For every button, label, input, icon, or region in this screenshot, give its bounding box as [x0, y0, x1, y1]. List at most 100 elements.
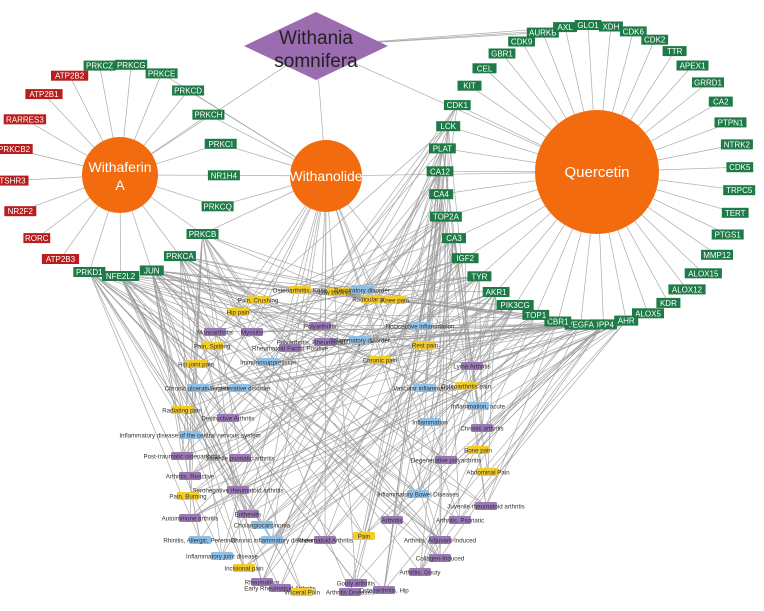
network-edge	[247, 257, 466, 515]
gene-box	[429, 211, 462, 222]
network-edge	[485, 324, 581, 507]
gene-box	[204, 138, 237, 149]
disease-box	[361, 295, 383, 303]
gene-node-top1: TOP1	[522, 309, 550, 320]
disease-box	[467, 446, 489, 454]
gene-label: TRPC5	[726, 186, 753, 195]
disease-label: Juvenile rheumatoid arthritis	[447, 504, 524, 511]
gene-node-rorc: RORC	[23, 233, 51, 244]
disease-node-chronic-arthritis: Chronic arthritis	[460, 424, 504, 433]
gene-node-cdk1: CDK1	[443, 100, 471, 111]
compound-circle	[82, 137, 158, 213]
gene-label: TTR	[667, 47, 683, 56]
disease-box	[204, 328, 226, 336]
disease-label: Radicular pain	[352, 297, 392, 304]
disease-label: Rheumatoid Factor Positive	[252, 346, 329, 353]
gene-label: CEL	[477, 64, 493, 73]
disease-box	[461, 362, 483, 370]
network-edge	[187, 320, 627, 497]
network-edge	[383, 194, 442, 591]
gene-box	[720, 139, 753, 150]
disease-label: Pain, Burning	[169, 494, 207, 501]
gene-box	[553, 22, 578, 33]
compound-node-quercetin: Quercetin	[535, 110, 659, 234]
network-edge	[424, 105, 458, 346]
disease-box	[455, 382, 477, 390]
disease-node-inflammation: Inflammation	[412, 418, 448, 427]
gene-label: PRKCG	[117, 61, 145, 70]
gene-node-tyr: TYR	[467, 271, 492, 282]
gene-label: GBR1	[491, 50, 513, 59]
compound-label: Withanolide	[289, 168, 362, 184]
network-edge	[440, 194, 461, 521]
gene-box	[443, 100, 471, 111]
disease-box	[373, 586, 395, 594]
disease-box	[407, 490, 429, 498]
gene-box	[662, 46, 687, 57]
disease-label: Incisional pain	[224, 566, 264, 573]
network-edge	[227, 125, 449, 419]
disease-box	[467, 402, 489, 410]
disease-box	[369, 356, 391, 364]
network-edge	[447, 126, 473, 367]
gene-label: AXL	[558, 23, 574, 32]
gene-label: NR2F2	[8, 207, 34, 216]
compound-label: Quercetin	[564, 164, 629, 181]
network-edge	[151, 270, 441, 541]
gene-box	[590, 319, 617, 330]
gene-label: MMP12	[703, 251, 731, 260]
disease-box	[187, 384, 209, 392]
gene-node-trpc5: TRPC5	[723, 185, 756, 196]
gene-label: TYR	[471, 272, 487, 281]
disease-node-vascular-inflammations: Vascular inflammations	[393, 384, 457, 393]
disease-box	[291, 588, 313, 596]
network-edge	[151, 270, 253, 333]
network-edge	[189, 276, 480, 477]
disease-box	[314, 536, 336, 544]
gene-node-ca12: CA12	[426, 166, 454, 177]
disease-node-rest-pain: Rest pain	[412, 341, 439, 350]
disease-label: Pain, Crushing	[238, 298, 279, 305]
gene-node-nr1h4: NR1H4	[207, 170, 240, 181]
network-edge	[151, 270, 183, 457]
gene-label: CDK5	[729, 163, 751, 172]
gene-box	[426, 166, 454, 177]
gene-node-prkd1: PRKD1	[73, 267, 106, 277]
disease-label: Degenerative polyarthritis	[411, 458, 481, 465]
disease-label: Hip joint pain	[178, 362, 214, 369]
disease-node-osteoarthritis-pain: Osteoarthritis pain	[441, 382, 492, 391]
gene-label: KIT	[463, 82, 476, 91]
gene-box	[163, 251, 196, 262]
gene-box	[701, 249, 733, 260]
gene-box	[726, 162, 754, 173]
gene-box	[83, 60, 116, 71]
gene-node-xdh: XDH	[598, 21, 623, 32]
edges-layer	[12, 24, 740, 593]
gene-node-prkcg: PRKCG	[115, 59, 148, 70]
gene-box	[723, 185, 756, 196]
network-edge	[349, 148, 443, 593]
disease-node-visceral-pain: Visceral Pain	[284, 588, 321, 597]
gene-node-cdk9: CDK9	[508, 36, 535, 47]
network-edge	[271, 320, 627, 541]
gene-label: TOP1	[525, 311, 546, 320]
disease-node-osteoarthritis-hip: Osteoarthritis, Hip	[359, 586, 409, 595]
network-edge	[89, 271, 441, 559]
gene-box	[684, 268, 722, 279]
gene-box	[676, 60, 709, 71]
gene-box	[488, 48, 516, 59]
network-edge	[202, 233, 441, 559]
gene-node-lck: LCK	[436, 121, 461, 132]
disease-label: Respiratory disorder	[334, 288, 390, 295]
gene-box	[692, 77, 724, 88]
disease-label: Inflammation, acute	[451, 404, 506, 411]
gene-label: CA4	[433, 190, 449, 199]
disease-box	[289, 286, 311, 294]
disease-node-inflammatory-joint-disease: Inflammatory joint disease	[186, 552, 258, 561]
network-edge	[439, 216, 447, 559]
gene-node-cbr1: CBR1	[544, 316, 572, 327]
disease-label: Abdominal Pain	[466, 470, 510, 477]
disease-label: Arthritis, Psoriatic	[436, 518, 484, 525]
